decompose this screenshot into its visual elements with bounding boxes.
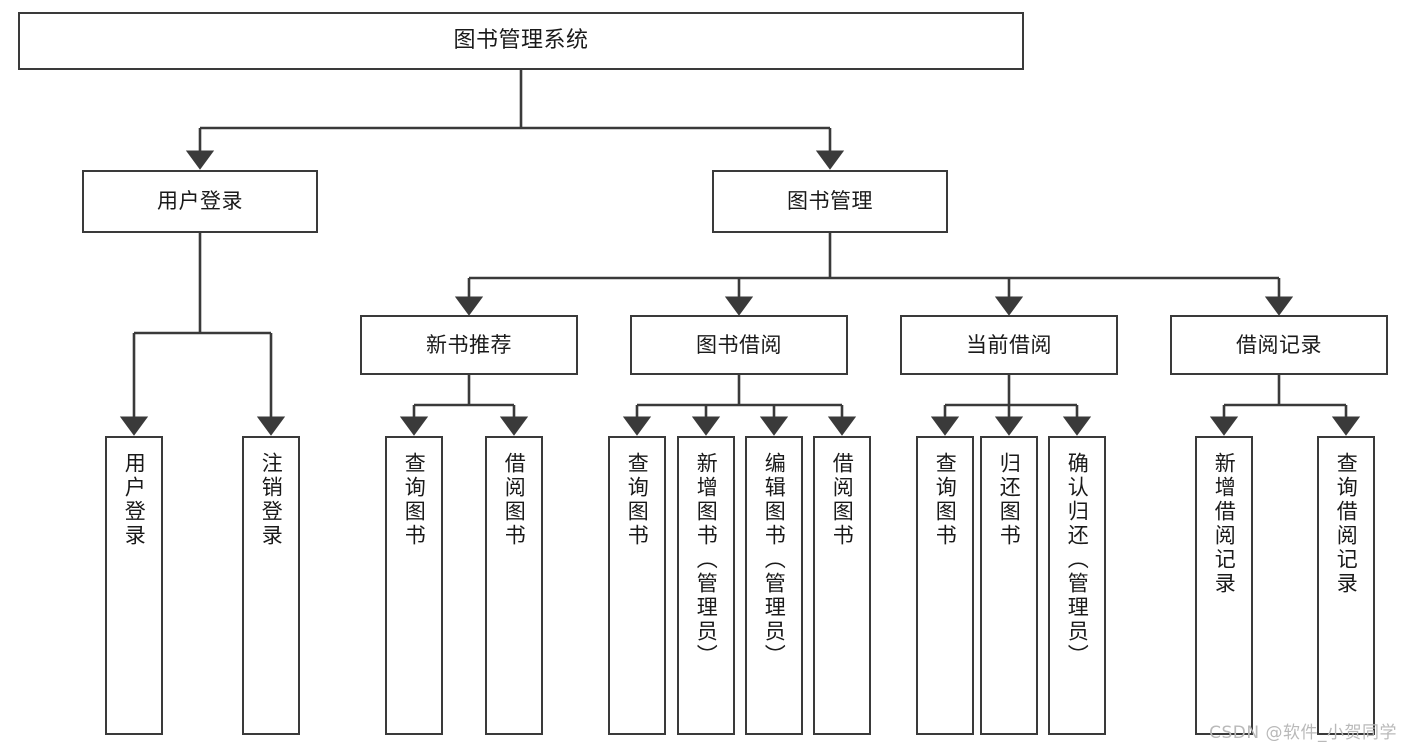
leaf-borrow-add-book-admin[interactable]: 新增图书（管理员）: [677, 436, 735, 735]
leaf-current-query-book[interactable]: 查询图书: [916, 436, 974, 735]
leaf-records-add-record[interactable]: 新增借阅记录: [1195, 436, 1253, 735]
leaf-borrow-borrow-book[interactable]: 借阅图书: [813, 436, 871, 735]
leaf-records-query-record[interactable]: 查询借阅记录: [1317, 436, 1375, 735]
leaf-records-query-record-label: 查询借阅记录: [1334, 452, 1359, 596]
node-borrow-records-label: 借阅记录: [1236, 332, 1322, 357]
node-current-borrowing[interactable]: 当前借阅: [900, 315, 1118, 375]
node-user-login[interactable]: 用户登录: [82, 170, 318, 233]
leaf-current-confirm-return-admin[interactable]: 确认归还（管理员）: [1048, 436, 1106, 735]
leaf-records-add-record-label: 新增借阅记录: [1212, 452, 1237, 596]
leaf-borrow-query-book-label: 查询图书: [625, 452, 650, 548]
leaf-user-login-signout[interactable]: 注销登录: [242, 436, 300, 735]
leaf-current-confirm-return-admin-label: 确认归还（管理员）: [1065, 452, 1090, 668]
node-user-login-label: 用户登录: [157, 189, 243, 214]
leaf-current-return-book[interactable]: 归还图书: [980, 436, 1038, 735]
leaf-borrow-query-book[interactable]: 查询图书: [608, 436, 666, 735]
node-current-borrowing-label: 当前借阅: [966, 332, 1052, 357]
leaf-current-query-book-label: 查询图书: [933, 452, 958, 548]
node-root-library-management-system[interactable]: 图书管理系统: [18, 12, 1024, 70]
node-book-borrowing-label: 图书借阅: [696, 332, 782, 357]
leaf-new-book-borrow-label: 借阅图书: [502, 452, 527, 548]
node-new-book-recommendation-label: 新书推荐: [426, 332, 512, 357]
leaf-borrow-add-book-admin-label: 新增图书（管理员）: [694, 452, 719, 668]
leaf-new-book-borrow[interactable]: 借阅图书: [485, 436, 543, 735]
node-book-borrowing[interactable]: 图书借阅: [630, 315, 848, 375]
leaf-user-login-signin-label: 用户登录: [122, 452, 147, 548]
leaf-borrow-edit-book-admin[interactable]: 编辑图书（管理员）: [745, 436, 803, 735]
leaf-user-login-signout-label: 注销登录: [259, 452, 284, 548]
leaf-new-book-query[interactable]: 查询图书: [385, 436, 443, 735]
leaf-borrow-edit-book-admin-label: 编辑图书（管理员）: [762, 452, 787, 668]
node-book-management-label: 图书管理: [787, 189, 873, 214]
leaf-new-book-query-label: 查询图书: [402, 452, 427, 548]
leaf-user-login-signin[interactable]: 用户登录: [105, 436, 163, 735]
node-borrow-records[interactable]: 借阅记录: [1170, 315, 1388, 375]
leaf-borrow-borrow-book-label: 借阅图书: [830, 452, 855, 548]
node-book-management[interactable]: 图书管理: [712, 170, 948, 233]
node-new-book-recommendation[interactable]: 新书推荐: [360, 315, 578, 375]
node-root-label: 图书管理系统: [453, 28, 589, 54]
leaf-current-return-book-label: 归还图书: [997, 452, 1022, 548]
